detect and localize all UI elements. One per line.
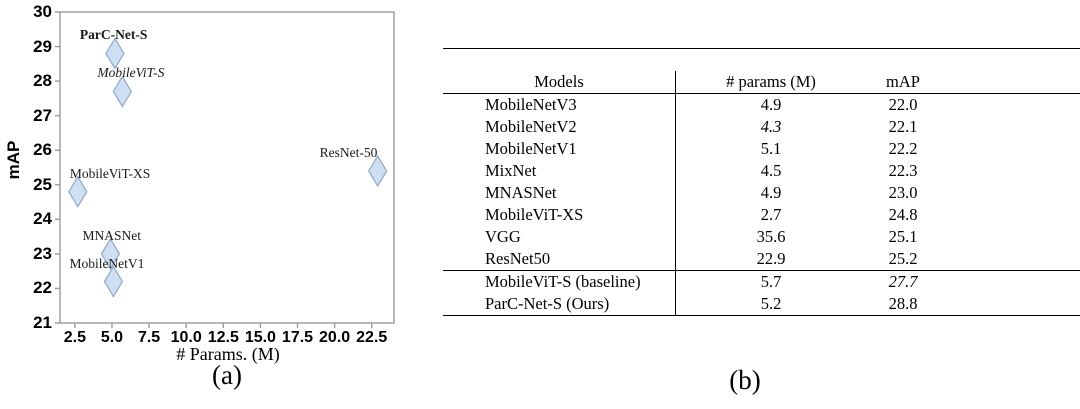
table-row: MNASNet 4.9 23.0 — [443, 182, 1080, 204]
table-row: ResNet50 22.9 25.2 — [443, 248, 1080, 271]
cell-params: 5.1 — [675, 138, 866, 160]
cell-model: MixNet — [485, 161, 537, 180]
scatter-point-label: MobileNetV1 — [69, 255, 145, 271]
y-tick-label: 27 — [33, 105, 52, 125]
cell-model: MobileNetV3 — [485, 95, 577, 114]
caption-b: (b) — [729, 365, 761, 395]
scatter-point-label: MobileViT-XS — [69, 165, 151, 181]
scatter-marker-diamond — [112, 75, 133, 108]
scatter-point-label: ResNet-50 — [319, 144, 378, 160]
cell-params: 4.5 — [675, 160, 866, 182]
x-tick-label: 2.5 — [63, 329, 86, 346]
y-tick-label: 25 — [33, 174, 52, 194]
y-tick-label: 26 — [33, 140, 52, 160]
cell-params: 22.9 — [675, 248, 866, 271]
cell-model: MNASNet — [485, 183, 557, 202]
y-tick-label: 21 — [33, 313, 52, 332]
axis-ticks — [55, 11, 373, 328]
table-row: MobileNetV3 4.9 22.0 — [443, 93, 1080, 116]
y-tick-label: 24 — [33, 209, 52, 229]
cell-map: 22.0 — [888, 95, 918, 114]
scatter-marker-diamond — [105, 37, 125, 70]
plot-area-border — [59, 11, 395, 324]
cell-model: MobileNetV1 — [485, 139, 577, 158]
cell-model: ResNet50 — [485, 249, 551, 268]
cell-map: 22.1 — [888, 117, 918, 136]
scatter-point-label: ParC-Net-S — [79, 27, 148, 43]
y-tick-label: 30 — [33, 2, 52, 21]
cell-params: 4.3 — [675, 116, 866, 138]
table-row: VGG 35.6 25.1 — [443, 226, 1080, 248]
cell-map: 22.2 — [888, 139, 918, 158]
scatter-marker-diamond — [68, 175, 88, 208]
plot-frame — [59, 11, 395, 324]
results-table: Models # params (M) mAP MobileNetV3 4.9 22… — [443, 48, 1080, 316]
table-row: MobileNetV2 4.3 22.1 — [443, 116, 1080, 138]
cell-model: MobileViT-S (baseline) — [443, 270, 676, 293]
cell-model: ParC-Net-S (Ours) — [443, 293, 676, 316]
cell-params: 4.9 — [675, 182, 866, 204]
x-tick-label: 12.5 — [207, 329, 239, 346]
x-tick-label: 15.0 — [244, 329, 276, 346]
cell-map: 23.0 — [888, 183, 918, 202]
scatter-marker-diamond — [103, 265, 124, 298]
scatter-marker-diamond — [367, 154, 388, 188]
header-params: # params (M) — [675, 71, 866, 94]
chart-canvas — [55, 11, 395, 328]
y-tick-label: 29 — [33, 36, 52, 56]
cell-params: 2.7 — [675, 204, 866, 226]
cell-map: 27.7 — [866, 270, 1080, 293]
cell-model: VGG — [485, 227, 521, 246]
caption-a: (a) — [212, 360, 242, 390]
cell-map: 22.3 — [888, 161, 918, 180]
cell-params: 5.2 — [675, 293, 866, 316]
table-row: MobileViT-XS 2.7 24.8 — [443, 204, 1080, 226]
cell-model: MobileNetV2 — [485, 117, 577, 136]
cell-map: 24.8 — [888, 205, 918, 224]
table-header-row: Models # params (M) mAP — [443, 71, 1080, 94]
table-row: MobileNetV1 5.1 22.2 — [443, 138, 1080, 160]
scatter-point-label: MNASNet — [82, 227, 141, 243]
y-tick-label: 23 — [33, 243, 52, 263]
cell-map: 25.2 — [888, 249, 918, 268]
x-tick-label: 17.5 — [281, 329, 314, 346]
x-tick-label: 5.0 — [100, 329, 124, 346]
subfigure-b-results-table: Models # params (M) mAP MobileNetV3 4.9 22… — [440, 0, 1080, 409]
table-top-rule — [443, 48, 1080, 71]
table-row: MixNet 4.5 22.3 — [443, 160, 1080, 182]
y-tick-label: 22 — [33, 278, 52, 298]
header-map: mAP — [866, 71, 1080, 94]
scatter-marker-diamond — [100, 237, 121, 271]
x-tick-label: 20.0 — [319, 329, 351, 346]
x-tick-label: 22.5 — [356, 329, 388, 346]
y-tick-label: 28 — [33, 71, 52, 91]
x-tick-label: 10.0 — [170, 329, 202, 346]
scatter-point-label: MobileViT-S — [97, 65, 165, 81]
cell-model: MobileViT-XS — [485, 205, 584, 224]
data-points — [68, 37, 388, 298]
header-models: Models — [443, 71, 676, 94]
cell-params: 4.9 — [675, 93, 866, 116]
cell-map: 25.1 — [888, 227, 918, 246]
cell-map: 28.8 — [866, 293, 1080, 316]
cell-params: 5.7 — [675, 270, 866, 293]
x-axis-label: # Params. (M) — [176, 344, 280, 364]
cell-params: 35.6 — [675, 226, 866, 248]
x-tick-label: 7.5 — [137, 329, 161, 346]
